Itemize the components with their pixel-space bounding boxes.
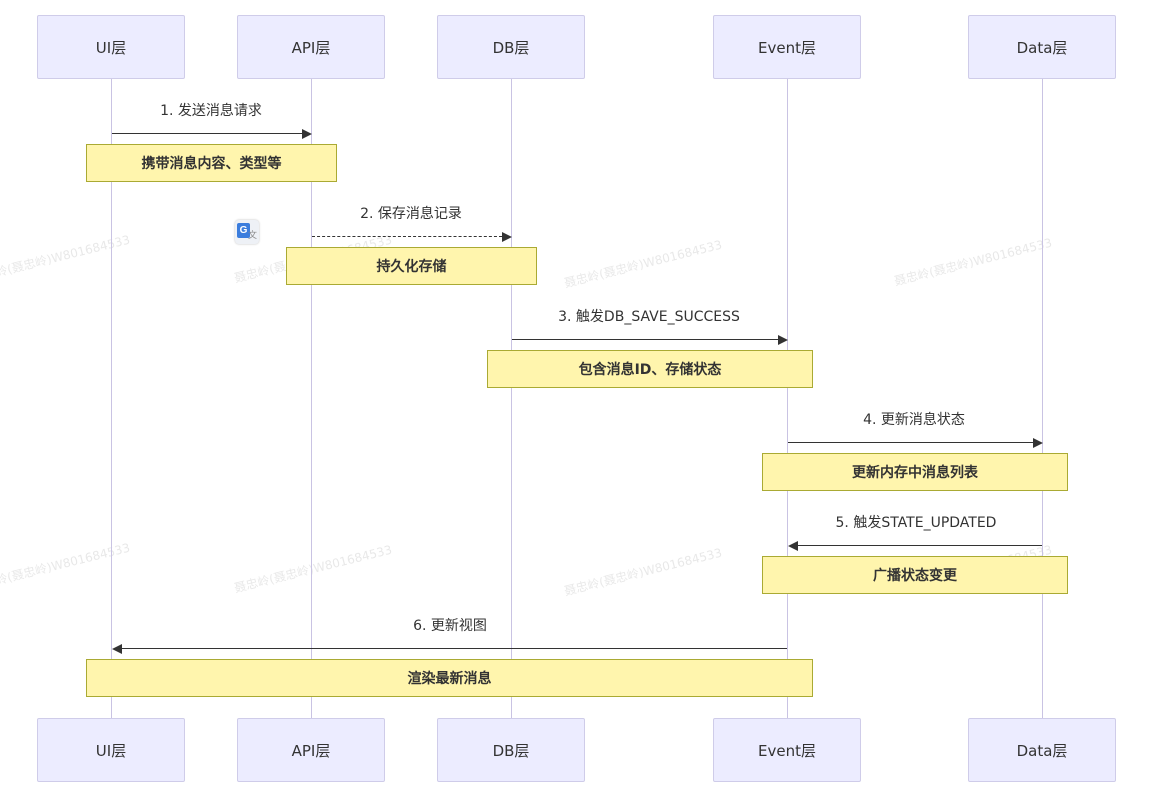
message-arrow-4: [788, 442, 1033, 443]
message-label-6: 6. 更新视图: [413, 618, 487, 634]
arrow-head-icon: [788, 541, 798, 551]
lifeline-ui: [111, 79, 112, 719]
actor-event-bottom: Event层: [713, 718, 861, 782]
watermark-text: 聂忠岭(聂忠岭)W801684533: [892, 235, 1054, 289]
message-label-1: 1. 发送消息请求: [160, 103, 262, 119]
actor-db-bottom: DB层: [437, 718, 585, 782]
message-arrow-1: [112, 133, 302, 134]
message-arrow-6: [121, 648, 787, 649]
actor-data-bottom: Data层: [968, 718, 1116, 782]
watermark-text: 聂忠岭(聂忠岭)W801684533: [232, 542, 394, 596]
actor-ui-top: UI层: [37, 15, 185, 79]
message-arrow-3: [512, 339, 778, 340]
note-4: 更新内存中消息列表: [762, 453, 1068, 491]
message-label-2: 2. 保存消息记录: [360, 206, 462, 222]
translate-icon[interactable]: G 文: [235, 220, 259, 244]
arrow-head-icon: [502, 232, 512, 242]
arrow-head-icon: [1033, 438, 1043, 448]
note-3: 包含消息ID、存储状态: [487, 350, 813, 388]
arrow-head-icon: [112, 644, 122, 654]
actor-api-top: API层: [237, 15, 385, 79]
note-1: 携带消息内容、类型等: [86, 144, 337, 182]
note-5: 广播状态变更: [762, 556, 1068, 594]
message-arrow-5: [797, 545, 1042, 546]
actor-data-top: Data层: [968, 15, 1116, 79]
message-label-4: 4. 更新消息状态: [863, 412, 965, 428]
actor-db-top: DB层: [437, 15, 585, 79]
message-label-3: 3. 触发DB_SAVE_SUCCESS: [558, 309, 740, 325]
lifeline-event: [787, 79, 788, 719]
actor-api-bottom: API层: [237, 718, 385, 782]
lifeline-data: [1042, 79, 1043, 719]
message-arrow-2: [312, 236, 502, 237]
message-label-5: 5. 触发STATE_UPDATED: [835, 515, 997, 531]
lifeline-api: [311, 79, 312, 719]
arrow-head-icon: [302, 129, 312, 139]
translate-icon-glyph: G: [237, 223, 250, 238]
actor-ui-bottom: UI层: [37, 718, 185, 782]
lifeline-db: [511, 79, 512, 719]
translate-icon-sub: 文: [247, 230, 257, 240]
note-2: 持久化存储: [286, 247, 537, 285]
watermark-text: 聂忠岭(聂忠岭)W801684533: [562, 545, 724, 599]
note-6: 渲染最新消息: [86, 659, 813, 697]
watermark-text: 聂忠岭(聂忠岭)W801684533: [562, 237, 724, 291]
arrow-head-icon: [778, 335, 788, 345]
actor-event-top: Event层: [713, 15, 861, 79]
